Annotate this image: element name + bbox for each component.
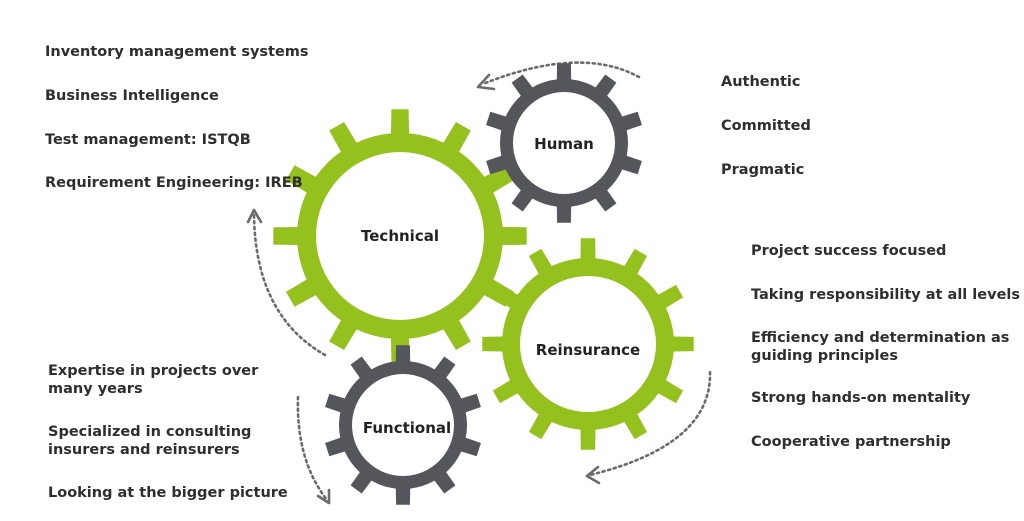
arrowhead-technical (246, 208, 263, 224)
reinsurance-item: Efficiency and determination as guiding … (751, 330, 1010, 364)
gear-reinsurance: Reinsurance (482, 238, 694, 450)
reinsurance-item: Cooperative partnership (751, 434, 951, 450)
reinsurance-item: Strong hands-on mentality (751, 390, 971, 406)
gear-human: Human (486, 63, 642, 223)
arrow-functional (296, 395, 329, 502)
arrowhead-functional (316, 488, 331, 505)
human-item: Committed (721, 118, 811, 134)
arrow-technical (252, 212, 327, 357)
functional-item: Looking at the bigger picture (48, 485, 288, 501)
human-item: Authentic (721, 74, 801, 90)
gear-functional: Functional (325, 345, 481, 505)
gear-functional-label: Functional (363, 419, 451, 437)
reinsurance-item: Taking responsibility at all levels (751, 287, 1021, 303)
gear-technical-shape (273, 109, 527, 363)
gear-reinsurance-shape (482, 238, 694, 450)
technical-item: Business Intelligence (45, 88, 219, 104)
arrowhead-reinsurance (585, 465, 601, 485)
arrow-reinsurance (588, 370, 712, 477)
technical-item: Test management: ISTQB (45, 132, 251, 148)
gear-technical-label: Technical (361, 227, 439, 245)
gear-technical: Technical (273, 109, 527, 363)
human-item: Pragmatic (721, 162, 805, 178)
technical-item: Requirement Engineering: IREB (45, 175, 303, 191)
gear-functional-shape (325, 345, 481, 505)
reinsurance-item: Project success focused (751, 243, 947, 259)
technical-item: Inventory management systems (45, 44, 309, 60)
gear-reinsurance-label: Reinsurance (536, 341, 640, 359)
arrow-human (481, 61, 641, 86)
functional-item: Expertise in projects over many years (48, 363, 259, 397)
gear-human-label: Human (534, 135, 594, 153)
rotation-arrows (246, 61, 712, 505)
gear-human-shape (486, 63, 642, 223)
arrowhead-human (476, 73, 496, 91)
functional-item: Specialized in consulting insurers and r… (48, 424, 252, 458)
